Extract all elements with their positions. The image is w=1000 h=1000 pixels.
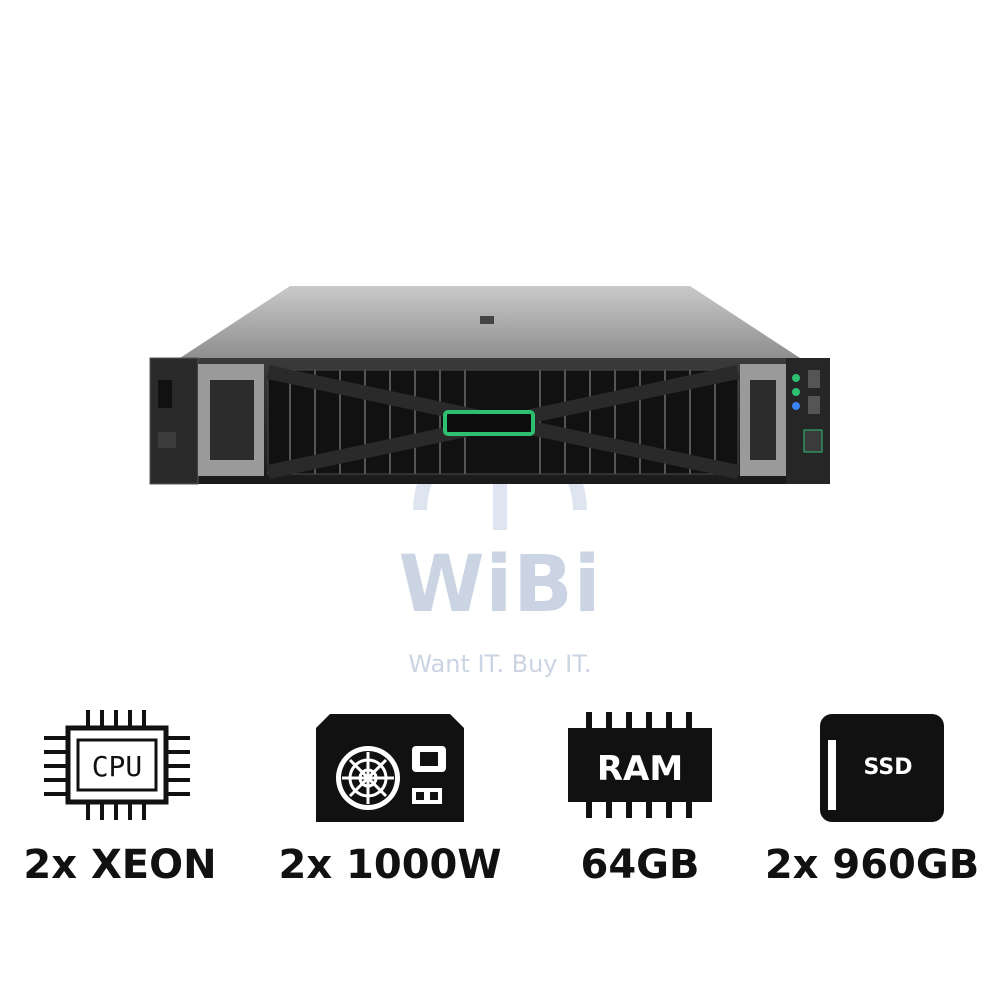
rack-server-image [149,286,830,485]
spec-power-supply: 2x 1000W [270,700,510,900]
ssd-icon-text: SSD [864,755,913,780]
spec-cpu-label: 2x XEON [23,842,217,888]
ram-icon-text: RAM [597,749,683,789]
spec-power-supply-label: 2x 1000W [278,842,502,888]
cpu-icon-text: CPU [92,750,143,783]
spec-ram: RAM 64GB [520,700,760,900]
cpu-icon: CPU [44,710,190,820]
ram-icon: RAM [568,712,712,818]
spec-ssd: SSD 2x 960GB [752,700,992,900]
spec-ssd-label: 2x 960GB [764,842,980,888]
watermark-tagline: Want IT. Buy IT. [408,650,592,678]
spec-cpu: CPU 2x XEON [0,700,240,900]
ssd-icon: SSD [820,714,944,822]
power-supply-icon [316,714,464,822]
spec-ram-label: 64GB [580,842,700,888]
watermark-brand: WiBi [398,540,602,630]
